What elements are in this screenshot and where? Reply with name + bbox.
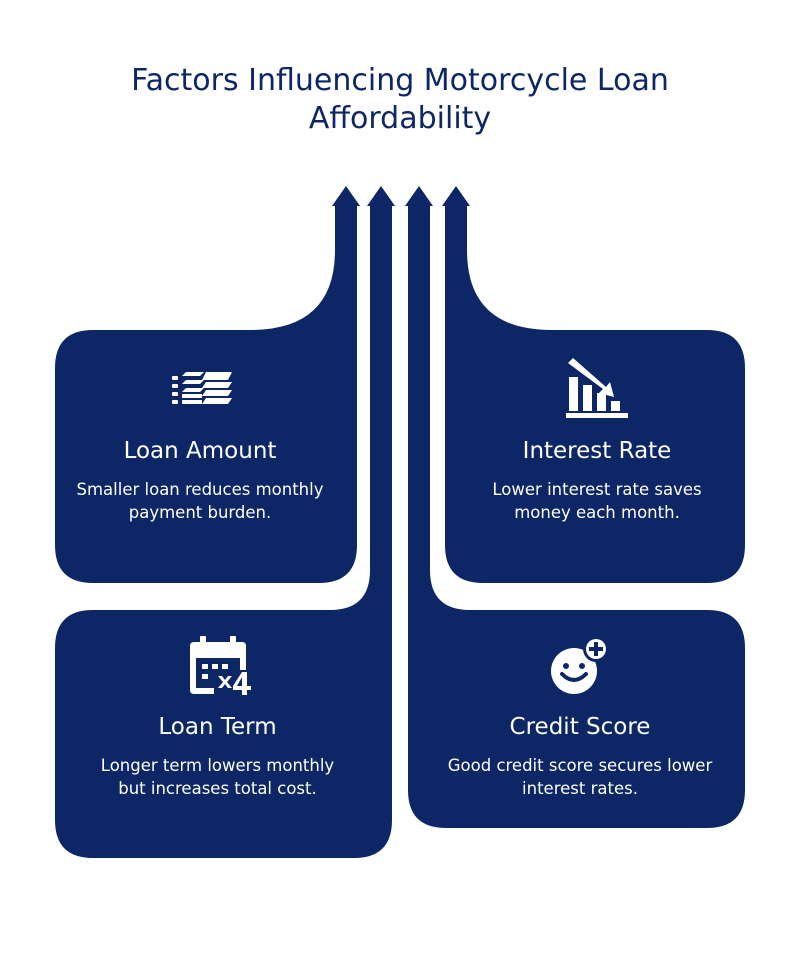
credit-score-card bbox=[408, 205, 745, 828]
credit-score-description: Good credit score secures lower interest… bbox=[447, 756, 713, 798]
credit-score-text: Credit Score Good credit score secures l… bbox=[440, 713, 720, 800]
loan-term-card bbox=[55, 205, 392, 858]
loan-term-text: Loan Term Longer term lowers monthly but… bbox=[90, 713, 345, 800]
loan-term-description: Longer term lowers monthly but increases… bbox=[100, 756, 335, 798]
money-stack-icon bbox=[172, 372, 232, 404]
bar-chart-down-icon bbox=[566, 358, 628, 418]
loan-term-heading: Loan Term bbox=[158, 714, 277, 740]
arrow-1-head bbox=[332, 186, 360, 206]
interest-rate-description: Lower interest rate saves money each mon… bbox=[492, 480, 702, 522]
interest-rate-card bbox=[445, 205, 745, 583]
interest-rate-heading: Interest Rate bbox=[522, 438, 672, 464]
loan-amount-text: Loan Amount Smaller loan reduces monthly… bbox=[75, 437, 325, 524]
calendar-x4-icon bbox=[190, 636, 251, 695]
arrow-3-head bbox=[405, 186, 433, 206]
credit-score-heading: Credit Score bbox=[509, 714, 651, 740]
page-title-line-1: Factors Influencing Motorcycle Loan bbox=[131, 63, 669, 98]
arrow-4-head bbox=[442, 186, 470, 206]
page-title: Factors Influencing Motorcycle Loan Affo… bbox=[0, 62, 800, 138]
loan-amount-description: Smaller loan reduces monthly payment bur… bbox=[76, 480, 324, 522]
smiley-plus-icon bbox=[551, 636, 609, 694]
loan-amount-heading: Loan Amount bbox=[123, 438, 277, 464]
interest-rate-text: Interest Rate Lower interest rate saves … bbox=[472, 437, 722, 524]
page-title-line-2: Affordability bbox=[308, 101, 492, 136]
arrow-2-head bbox=[367, 186, 395, 206]
